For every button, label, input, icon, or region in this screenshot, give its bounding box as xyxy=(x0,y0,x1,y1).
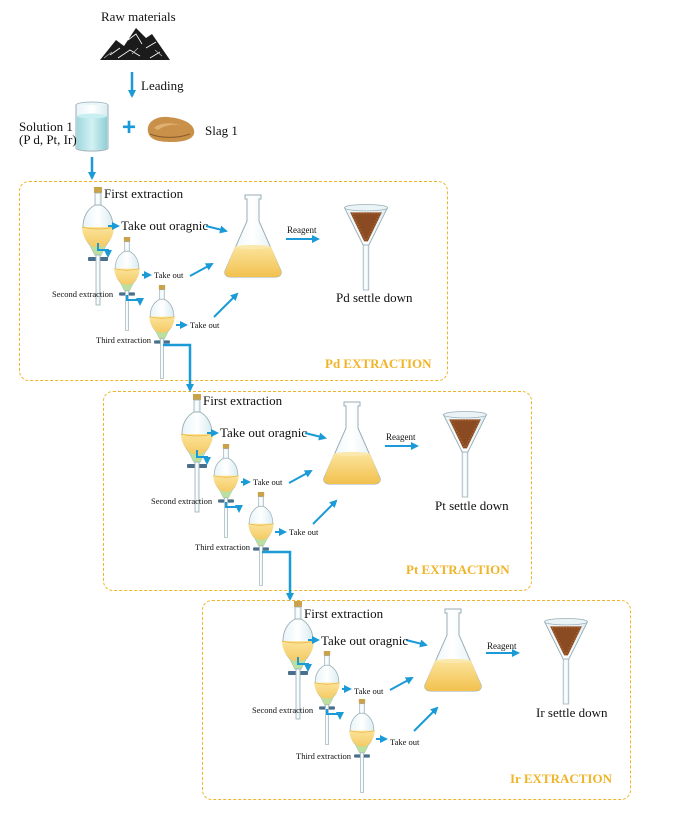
raw-materials-pile-icon xyxy=(100,28,170,60)
ir-take-out-2-label: Take out xyxy=(354,686,384,696)
ir-first-extraction-label: First extraction xyxy=(304,606,384,621)
pt-take-out-3-label: Take out xyxy=(289,527,319,537)
pt-reagent-label: Reagent xyxy=(386,432,416,442)
slag-label: Slag 1 xyxy=(205,123,238,138)
pt-extraction-title: Pt EXTRACTION xyxy=(406,562,510,577)
pd-first-extraction-label: First extraction xyxy=(104,186,184,201)
pt-first-extraction-label: First extraction xyxy=(203,393,283,408)
solution-label: Solution 1 xyxy=(19,119,73,134)
sep-funnel-3-icon xyxy=(348,698,376,793)
sep-funnel-3-icon xyxy=(148,284,176,379)
pd-take-out-organic-label: Take out oragnic xyxy=(121,218,209,233)
solution-elements-label: (P d, Pt, Ir) xyxy=(19,132,77,147)
filter-funnel-icon xyxy=(543,617,589,705)
leading-label: Leading xyxy=(141,78,184,93)
flask-icon xyxy=(424,608,482,692)
pd-third-extraction-label: Third extraction xyxy=(96,335,151,345)
pd-extraction-title: Pd EXTRACTION xyxy=(325,356,432,371)
pd-take-out-2-label: Take out xyxy=(154,270,184,280)
pd-section-graphics xyxy=(81,186,389,392)
pd-settle-label: Pd settle down xyxy=(336,290,413,305)
filter-funnel-icon xyxy=(343,203,389,291)
pt-second-extraction-label: Second extraction xyxy=(151,496,213,506)
sep-funnel-2-icon xyxy=(113,236,141,331)
ir-reagent-label: Reagent xyxy=(487,641,517,651)
flask-icon xyxy=(224,194,282,278)
flask-icon xyxy=(323,401,381,485)
raw-materials-label: Raw materials xyxy=(101,9,176,24)
pt-third-extraction-label: Third extraction xyxy=(195,542,250,552)
pt-section-graphics xyxy=(180,393,488,601)
pt-extraction-box xyxy=(103,391,532,591)
beaker-icon xyxy=(75,101,109,152)
ir-section-graphics xyxy=(281,600,589,793)
sep-funnel-3-icon xyxy=(247,491,275,586)
pd-extraction-box xyxy=(19,181,448,381)
pd-reagent-label: Reagent xyxy=(287,225,317,235)
slag-rock-icon xyxy=(147,116,195,142)
ir-take-out-3-label: Take out xyxy=(390,737,420,747)
pd-second-extraction-label: Second extraction xyxy=(52,289,114,299)
ir-take-out-organic-label: Take out oragnic xyxy=(321,633,409,648)
pt-settle-label: Pt settle down xyxy=(435,498,509,513)
pt-take-out-2-label: Take out xyxy=(253,477,283,487)
filter-funnel-icon xyxy=(442,410,488,498)
ir-settle-label: Ir settle down xyxy=(536,705,608,720)
sep-funnel-2-icon xyxy=(212,443,240,538)
ir-extraction-box xyxy=(202,600,631,800)
sep-funnel-2-icon xyxy=(313,650,341,745)
ir-extraction-title: Ir EXTRACTION xyxy=(510,771,612,786)
pt-take-out-organic-label: Take out oragnic xyxy=(220,425,308,440)
pd-take-out-3-label: Take out xyxy=(190,320,220,330)
ir-second-extraction-label: Second extraction xyxy=(252,705,314,715)
ir-third-extraction-label: Third extraction xyxy=(296,751,351,761)
plus-sign: + xyxy=(122,114,137,141)
